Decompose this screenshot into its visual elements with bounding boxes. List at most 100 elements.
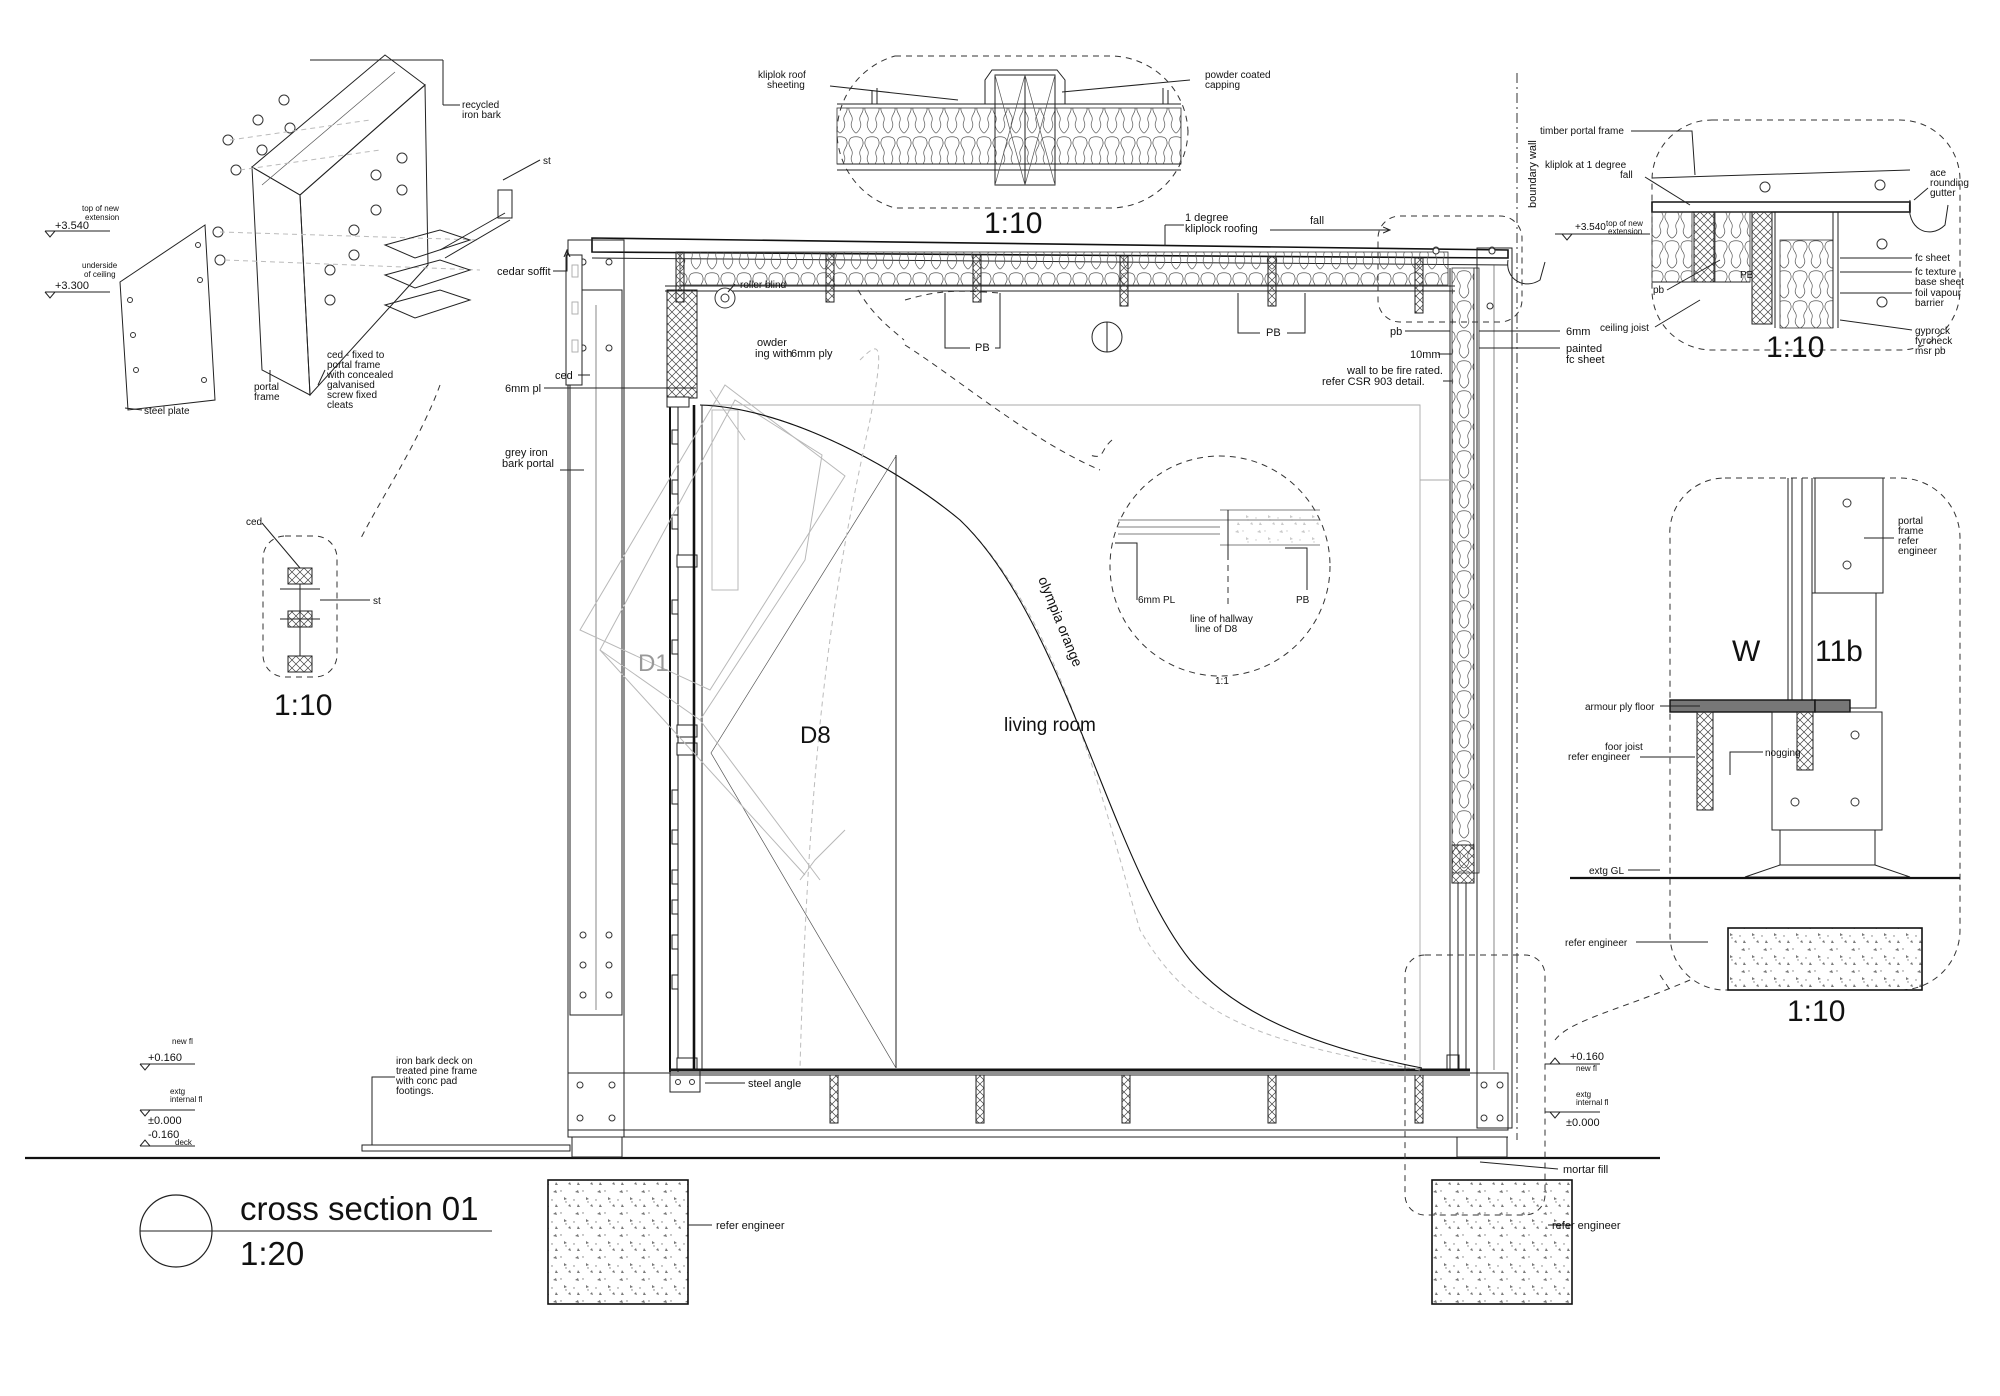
note-owder: owder (757, 337, 787, 349)
note-cedar-soffit: cedar soffit (497, 266, 551, 278)
finish-olympia-orange: olympia orange (1035, 574, 1086, 669)
room-name-living-room: living room (1004, 715, 1096, 736)
note-pb-gutter: pb (1653, 285, 1665, 296)
note-pb-b: PB (1266, 327, 1281, 339)
footing-bubble: mortar fill (1404, 954, 1691, 1216)
wall-blocks-left (671, 429, 698, 1071)
note-pb-a: PB (975, 342, 990, 354)
level-ceiling: +3.300 (55, 280, 89, 292)
scale-gutter-detail: 1:10 (1766, 331, 1824, 364)
tag-11b: 11b (1815, 635, 1863, 668)
refer-engineer-right: refer engineer (1552, 1220, 1621, 1232)
level-top-extension-right: +3.540 (1575, 222, 1606, 233)
note-6mm: 6mm (1566, 326, 1590, 338)
room-tag-d8: D8 (800, 722, 831, 749)
scale-roof-detail: 1:10 (984, 207, 1042, 240)
note-st-small: st (373, 596, 381, 607)
note-armour-ply: armour ply floor (1585, 702, 1655, 713)
note-fire-rated: wall to be fire rated.refer CSR 903 deta… (1322, 365, 1443, 388)
level-deck-desc: deck (175, 1138, 193, 1147)
note-steel-angle: steel angle (748, 1078, 801, 1090)
note-refer-engineer-detail: refer engineer (1565, 938, 1628, 949)
note-boundary-wall: boundary wall (1527, 140, 1539, 208)
note-ceiling-joist: ceiling joist (1600, 323, 1649, 334)
note-6mm-pl: 6mm pl (505, 383, 541, 395)
note-pb-low: pb (1390, 326, 1402, 338)
footing-right: refer engineer (1431, 1179, 1621, 1305)
bolt-array (212, 94, 408, 306)
note-pb-detail: PB (1296, 595, 1310, 606)
note-fc-sheet: fc sheet (1915, 253, 1950, 264)
tag-w: W (1732, 635, 1761, 668)
level-deck: -0.160 (148, 1129, 179, 1141)
drawing-title: cross section 01 (240, 1190, 478, 1227)
title-block: cross section 01 1:20 (139, 1190, 492, 1272)
note-extg-gl: extg GL (1589, 866, 1624, 877)
note-ced-left: ced (555, 370, 573, 382)
level-extg-fl: ±0.000 (148, 1115, 182, 1127)
footing-left: refer engineer (547, 1179, 785, 1305)
left-notes: cedar soffit roller blind owder ing with… (497, 250, 833, 1090)
level-new-fl-desc: new fl (172, 1037, 193, 1046)
note-timber-portal: timber portal frame (1540, 126, 1624, 137)
note-roller-blind: roller blind (740, 280, 786, 291)
ceiling-joists (675, 251, 1424, 314)
room-tag-d1: D1 (638, 650, 669, 677)
note-mortar-fill: mortar fill (1563, 1164, 1608, 1176)
scale-cleat-detail: 1:10 (274, 689, 332, 722)
main-section (565, 237, 1513, 1158)
scale-floor-detail: 1:10 (1787, 995, 1845, 1028)
leader-dashes (857, 289, 1671, 991)
note-6mm-pl-detail: 6mm PL (1138, 595, 1176, 606)
note-10mm: 10mm (1410, 349, 1441, 361)
note-nogging: nogging (1765, 748, 1801, 759)
note-steel-plate: steel plate (144, 406, 190, 417)
scale-hallway-detail: 1:1 (1215, 676, 1229, 687)
note-st: st (543, 156, 551, 167)
floor-joists (829, 1074, 1424, 1124)
interior: D8 D1 living room olympia orange (579, 344, 1423, 1071)
level-top-extension: +3.540 (55, 220, 89, 232)
note-ing-with: ing with (755, 348, 792, 360)
cedar-cladding (565, 254, 583, 386)
ced-detail: st ced 1:10 (246, 517, 381, 722)
level-new-fl-right: +0.160 (1570, 1051, 1604, 1063)
level-new-fl: +0.160 (148, 1052, 182, 1064)
note-ced-small: ced (246, 517, 262, 528)
note-fall: fall (1310, 215, 1324, 227)
note-6mm-ply: 6mm ply (791, 348, 833, 360)
drawing-scale: 1:20 (240, 1235, 304, 1272)
